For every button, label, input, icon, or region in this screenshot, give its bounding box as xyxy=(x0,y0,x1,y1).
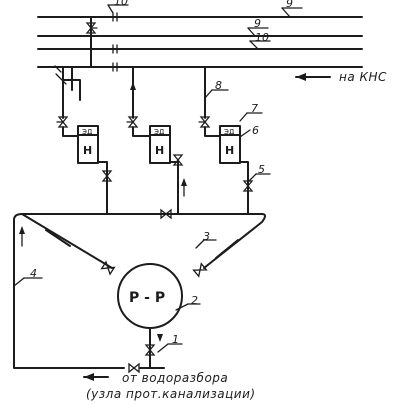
callout-1: 1 xyxy=(157,333,183,353)
svg-text:10: 10 xyxy=(114,0,128,8)
callout-2: 2 xyxy=(175,294,201,311)
svg-text:9: 9 xyxy=(254,17,261,30)
pump-2 xyxy=(149,134,171,164)
svg-text:5: 5 xyxy=(258,163,265,176)
svg-text:7: 7 xyxy=(251,102,258,115)
svg-text:Н: Н xyxy=(155,144,164,157)
svg-text:9: 9 xyxy=(286,0,293,10)
vessel-rr: Р - Р 2 xyxy=(117,263,201,329)
callout-8: 8 xyxy=(204,79,229,99)
svg-text:ЭД: ЭД xyxy=(154,128,165,136)
vessel-label: Р - Р xyxy=(129,290,165,306)
arrow-to-kns-label: на КНС xyxy=(339,70,387,84)
svg-text:6: 6 xyxy=(252,124,259,137)
callout-4: 4 xyxy=(13,267,43,287)
inlet-line: 1 xyxy=(128,327,183,374)
pump-1 xyxy=(77,134,99,164)
svg-text:3: 3 xyxy=(203,230,210,243)
pump-unit-1: ЭД Н xyxy=(54,65,113,215)
pump-unit-2: ЭД Н xyxy=(126,66,187,215)
callout-7: 7 xyxy=(239,102,263,122)
callout-9: 9 xyxy=(281,0,303,18)
callout-10b: 10 xyxy=(249,31,271,50)
svg-text:1: 1 xyxy=(172,333,179,346)
callout-6: 6 xyxy=(239,124,259,138)
svg-text:8: 8 xyxy=(215,79,222,92)
collector-pipe: 3 xyxy=(13,208,266,278)
source-arrow xyxy=(83,373,109,381)
callout-1-upper xyxy=(54,65,62,73)
callout-9b: 9 xyxy=(247,17,269,37)
pump-3 xyxy=(219,134,241,164)
svg-text:Н: Н xyxy=(83,144,92,157)
svg-text:4: 4 xyxy=(30,267,37,280)
source-label: от водоразбора xyxy=(122,371,228,385)
pump-unit-3: 8 ЭД Н 7 6 5 xyxy=(198,66,271,215)
svg-text:2: 2 xyxy=(191,294,198,307)
arrow-to-kns: на КНС xyxy=(295,70,387,84)
svg-text:ЭД: ЭД xyxy=(224,128,235,136)
svg-text:10: 10 xyxy=(255,31,269,44)
svg-text:Н: Н xyxy=(225,144,234,157)
return-line-4: 4 xyxy=(13,219,125,369)
callout-5: 5 xyxy=(247,163,271,183)
valve-top-left xyxy=(85,22,98,34)
svg-text:ЭД: ЭД xyxy=(82,128,93,136)
callout-10: 10 xyxy=(107,0,129,14)
source-sublabel: (узла прот.канализации) xyxy=(86,387,256,401)
callout-3: 3 xyxy=(195,230,217,249)
header-pipes xyxy=(37,12,363,72)
